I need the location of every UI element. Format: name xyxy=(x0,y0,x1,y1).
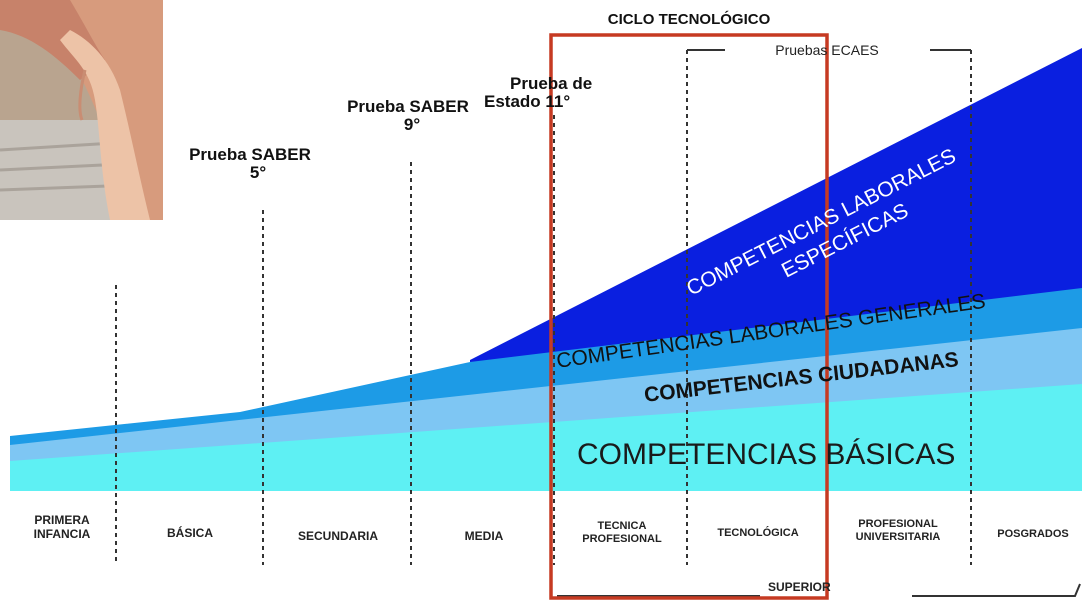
band-laborales-generales xyxy=(10,288,1082,446)
level-primera-infancia-line2: INFANCIA xyxy=(33,527,91,542)
test-estado-11-line2: Estado 11° xyxy=(484,92,571,112)
level-secundaria: SECUNDARIA xyxy=(298,529,378,543)
level-tecnica-profesional-line2: PROFESIONAL xyxy=(582,533,662,546)
level-primera-infancia: PRIMERA INFANCIA xyxy=(34,513,91,542)
level-basica-line1: BÁSICA xyxy=(166,526,214,540)
level-media: MEDIA xyxy=(465,529,504,543)
level-media-line1: MEDIA xyxy=(464,529,504,543)
cycle-title: CICLO TECNOLÓGICO xyxy=(607,11,771,28)
test-saber-9: Prueba SABER 9° xyxy=(318,97,498,135)
level-posgrados-line1: POSGRADOS xyxy=(997,528,1069,540)
test-estado-11: Prueba de Estado 11° xyxy=(470,74,610,112)
test-estado-11-line1: Prueba de xyxy=(510,74,593,93)
test-saber-9-line1: Prueba SABER xyxy=(347,97,469,116)
band-ciudadanas xyxy=(10,328,1082,462)
level-primera-infancia-line1: PRIMERA xyxy=(34,513,90,527)
level-tecnica-profesional: TECNICA PROFESIONAL xyxy=(582,520,661,546)
level-profesional-universitaria-line1: PROFESIONAL xyxy=(858,518,938,530)
superior-bracket-right xyxy=(912,583,1081,597)
test-saber-5-line2: 5° xyxy=(249,163,267,183)
level-tecnologica: TECNOLÓGICA xyxy=(717,527,798,540)
level-posgrados: POSGRADOS xyxy=(997,528,1069,541)
superior-label: SUPERIOR xyxy=(768,580,831,594)
label-competencias-basicas: COMPETENCIAS BÁSICAS xyxy=(577,438,956,471)
band-basicas xyxy=(10,384,1082,491)
technological-cycle-box xyxy=(549,33,829,600)
band-laborales-especificas xyxy=(470,48,1082,365)
level-basica: BÁSICA xyxy=(167,526,213,540)
hands-photo xyxy=(0,0,163,220)
test-saber-9-line2: 9° xyxy=(403,115,421,135)
test-saber-5-line1: Prueba SABER xyxy=(189,145,311,164)
ecaes-label: Pruebas ECAES xyxy=(775,42,879,58)
test-saber-5: Prueba SABER 5° xyxy=(160,145,340,183)
level-secundaria-line1: SECUNDARIA xyxy=(297,529,379,543)
level-profesional-universitaria-line2: UNIVERSITARIA xyxy=(855,531,941,544)
level-profesional-universitaria: PROFESIONAL UNIVERSITARIA xyxy=(856,518,941,544)
level-tecnica-profesional-line1: TECNICA xyxy=(597,520,647,532)
level-tecnologica-line1: TECNOLÓGICA xyxy=(717,527,799,539)
